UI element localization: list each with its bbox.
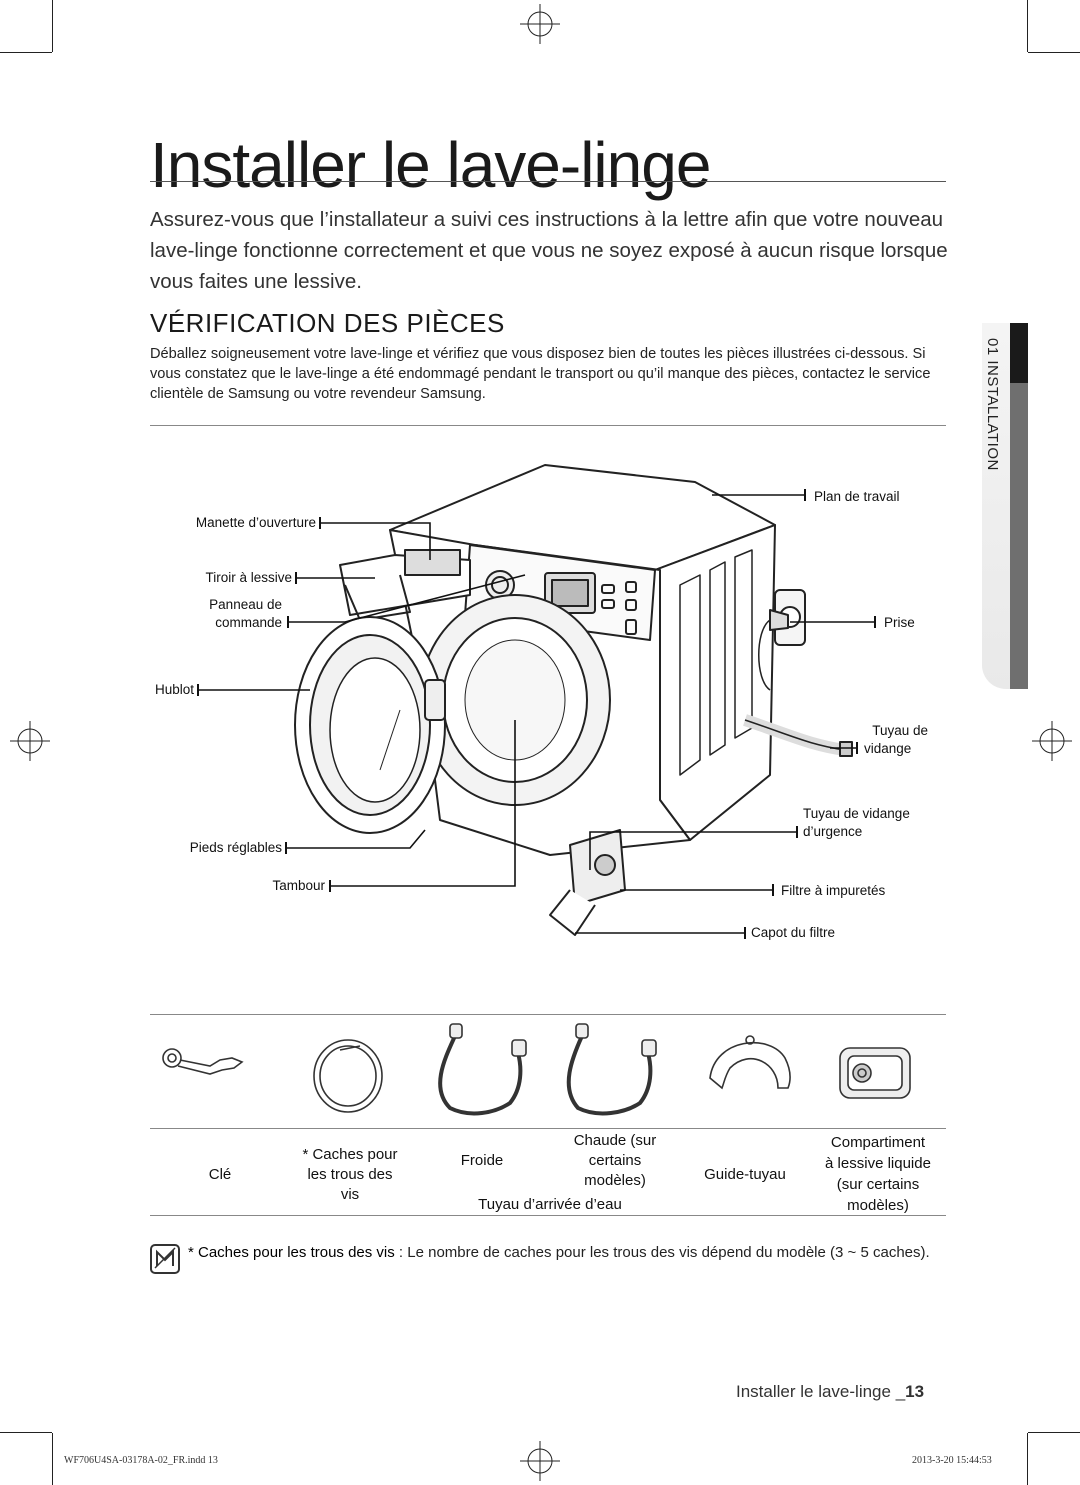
caption-froide: Froide [460,1152,504,1169]
page-number: 13 [905,1382,925,1401]
note-text: * Caches pour les trous des vis : Le nom… [188,1242,948,1263]
label-panneau-1: Panneau de [209,597,282,612]
crop-mark [1028,52,1080,53]
note-body: : Le nombre de caches pour les trous des… [394,1244,930,1261]
screw-cap-icon [313,1039,383,1113]
caption-chaude-2: certains [588,1152,642,1169]
washing-machine-diagram [197,464,876,939]
crop-mark [1028,1432,1080,1433]
cold-hose-icon [438,1023,527,1116]
label-capot: Capot du filtre [751,925,836,940]
caption-compartiment-3: (sur certains [836,1176,920,1193]
caption-tuyau-arrivee: Tuyau d’arrivée d’eau [478,1196,622,1213]
caption-chaude-1: Chaude (sur [573,1132,657,1149]
label-manette: Manette d’ouverture [195,515,316,530]
intro-paragraph: Assurez-vous que l’installateur a suivi … [150,208,948,293]
parts-illustrations [162,1023,911,1116]
parts-mid-rule [150,1128,946,1129]
label-panneau-2: commande [215,615,282,630]
hose-guide-icon [709,1035,791,1090]
divider [150,425,946,426]
crop-mark [1027,0,1028,52]
label-tuyau-urgence-1: Tuyau de vidange [803,806,910,821]
caption-compartiment-1: Compartiment [830,1134,926,1151]
caption-caches-1: * Caches pour [302,1146,398,1163]
crop-mark [1027,1433,1028,1485]
caption-compartiment-2: à lessive liquide [825,1155,931,1172]
caption-compartiment-4: modèles) [847,1197,909,1214]
caption-cle: Clé [208,1166,232,1183]
liquid-compartment-icon [839,1047,911,1099]
page-footer: Installer le lave-linge _13 [736,1382,924,1402]
caption-caches-3: vis [340,1186,360,1203]
label-tuyau-vidange-1: Tuyau de [872,723,928,738]
label-tiroir: Tiroir à lessive [205,570,292,585]
registration-mark-icon [1032,721,1072,761]
caption-guide: Guide-tuyau [704,1166,786,1183]
slug-filename: WF706U4SA-03178A-02_FR.indd 13 [64,1455,218,1466]
section-heading: VÉRIFICATION DES PIÈCES [150,308,505,338]
section-body: Déballez soigneusement votre lave-linge … [150,346,931,402]
crop-mark [52,0,53,52]
caption-chaude-3: modèles) [584,1172,646,1189]
note-bold: * Caches pour les trous des vis [188,1244,395,1261]
label-prise: Prise [884,615,915,630]
note-icon [150,1244,180,1274]
spanner-icon [162,1048,244,1075]
caption-caches-2: les trous des [307,1166,393,1183]
footer-title: Installer le lave-linge _ [736,1382,906,1401]
registration-mark-icon [520,4,560,44]
title-rule [150,181,946,182]
hot-hose-icon [566,1023,657,1116]
parts-top-rule [150,1014,946,1015]
label-tuyau-urgence-2: d’urgence [803,824,863,839]
crop-mark [0,1432,52,1433]
crop-mark [0,52,52,53]
label-tambour: Tambour [272,878,325,893]
chapter-tab-bar [1010,383,1028,689]
label-plan: Plan de travail [814,489,900,504]
chapter-label: 01 INSTALLATION [984,338,1001,471]
label-tuyau-vidange-2: vidange [864,741,912,756]
label-pieds: Pieds réglables [189,840,282,855]
chapter-tab-marker [1010,323,1028,383]
slug-date: 2013-3-20 15:44:53 [912,1455,992,1466]
registration-mark-icon [10,721,50,761]
label-hublot: Hublot [154,682,194,697]
page-title: Installer le lave-linge [150,129,711,201]
parts-bottom-rule [150,1215,946,1216]
registration-mark-icon [520,1441,560,1481]
crop-mark [52,1433,53,1485]
label-filtre: Filtre à impuretés [781,883,886,898]
